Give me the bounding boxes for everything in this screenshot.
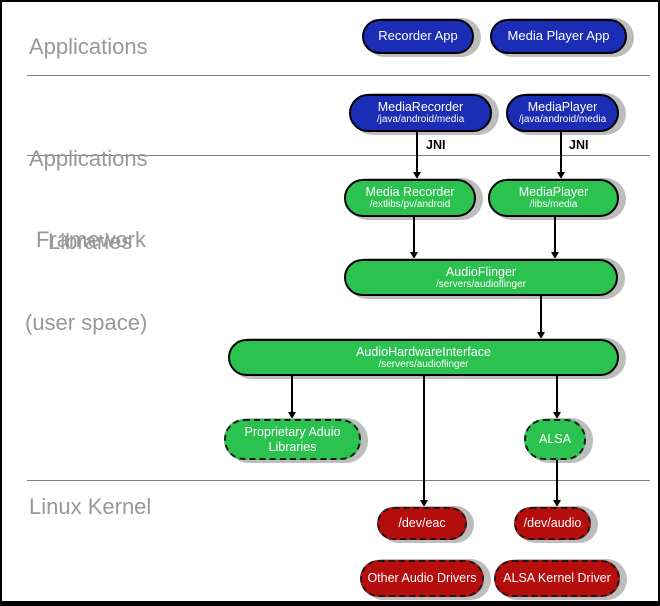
edge-ahi-alsa-arrowhead (553, 412, 561, 419)
node-media-recorder-lib-path: /extlibs/pv/android (369, 199, 451, 211)
node-dev-eac: /dev/eac (377, 507, 467, 540)
edge-recorderlib-audioflinger-arrowhead (410, 252, 418, 259)
edge-audioflinger-ahi-arrowhead (537, 332, 545, 339)
node-dev-eac-title: /dev/eac (398, 516, 446, 531)
node-mediaplayer-framework-path: /java/android/media (518, 114, 607, 126)
edge-recorderlib-audioflinger-line (413, 217, 415, 253)
node-recorder-app-title: Recorder App (378, 28, 458, 44)
node-proprietary-audio-line2: Libraries (268, 439, 317, 454)
layer-divider-3 (27, 480, 650, 481)
node-media-recorder-lib: Media Recorder /extlibs/pv/android (344, 179, 476, 217)
edge-mediaplayer-jni-arrowhead (557, 172, 565, 179)
node-mediarecorder-framework-title: MediaRecorder (377, 100, 464, 115)
layer-divider-2 (27, 155, 650, 156)
edge-alsa-devaudio-line (556, 460, 558, 501)
node-audiohardwareinterface-title: AudioHardwareInterface (356, 344, 491, 359)
edge-mediarecorder-jni-line (416, 132, 418, 173)
edge-ahi-deveac-arrowhead (420, 500, 428, 507)
node-other-audio-drivers-title: Other Audio Drivers (367, 571, 477, 586)
node-audioflinger-title: AudioFlinger (445, 264, 517, 279)
node-alsa: ALSA (524, 419, 586, 460)
libraries-label-line2: (user space) (25, 310, 148, 335)
edge-ahi-proprietary-arrowhead (288, 412, 296, 419)
libraries-label-line1: Libraries (48, 229, 133, 254)
node-proprietary-audio-libraries: Proprietary Aduio Libraries (224, 419, 361, 460)
edge-ahi-alsa-line (556, 376, 558, 413)
framework-label-line2: Framework (36, 227, 147, 252)
jni-label-left: JNI (426, 138, 446, 152)
node-mediaplayer-framework: MediaPlayer /java/android/media (506, 94, 619, 132)
edge-playerlib-audioflinger-line (554, 217, 556, 253)
layer-label-applications-framework: Applications Framework (29, 91, 148, 307)
layer-label-linux-kernel: Linux Kernel (29, 494, 152, 519)
node-mediarecorder-framework-path: /java/android/media (376, 114, 465, 126)
edge-alsa-devaudio-arrowhead (553, 500, 561, 507)
jni-label-right: JNI (569, 138, 589, 152)
node-dev-audio-title: /dev/audio (523, 516, 582, 531)
edge-playerlib-audioflinger-arrowhead (551, 252, 559, 259)
node-mediaplayer-lib-title: MediaPlayer (518, 185, 589, 200)
node-audiohardwareinterface-path: /servers/audioflinger (378, 358, 469, 370)
node-media-player-app: Media Player App (490, 19, 627, 54)
layer-divider-1 (27, 75, 650, 76)
layer-label-libraries: Libraries (user space) (25, 174, 147, 390)
node-alsa-title: ALSA (539, 432, 571, 447)
node-mediaplayer-lib-path: /libs/media (529, 199, 578, 211)
edge-ahi-proprietary-line (291, 376, 293, 413)
edge-audioflinger-ahi-line (540, 296, 542, 333)
node-other-audio-drivers: Other Audio Drivers (360, 560, 484, 597)
node-dev-audio: /dev/audio (514, 507, 591, 540)
edge-mediarecorder-jni-arrowhead (413, 172, 421, 179)
node-audioflinger: AudioFlinger /servers/audioflinger (344, 259, 618, 296)
edge-ahi-deveac-line (423, 376, 425, 501)
node-alsa-kernel-driver: ALSA Kernel Driver (494, 560, 620, 597)
node-recorder-app: Recorder App (362, 19, 474, 54)
node-mediarecorder-framework: MediaRecorder /java/android/media (349, 94, 492, 132)
node-proprietary-audio-line1: Proprietary Aduio (244, 425, 341, 440)
node-media-recorder-lib-title: Media Recorder (365, 185, 455, 200)
node-mediaplayer-lib: MediaPlayer /libs/media (488, 179, 619, 217)
node-alsa-kernel-driver-title: ALSA Kernel Driver (503, 571, 611, 586)
node-audiohardwareinterface: AudioHardwareInterface /servers/audiofli… (228, 339, 619, 376)
layer-label-applications: Applications (29, 34, 148, 59)
framework-label-line1: Applications (29, 146, 148, 171)
node-media-player-app-title: Media Player App (507, 28, 610, 44)
node-audioflinger-path: /servers/audioflinger (435, 278, 527, 290)
node-mediaplayer-framework-title: MediaPlayer (527, 100, 598, 115)
edge-mediaplayer-jni-line (560, 132, 562, 173)
